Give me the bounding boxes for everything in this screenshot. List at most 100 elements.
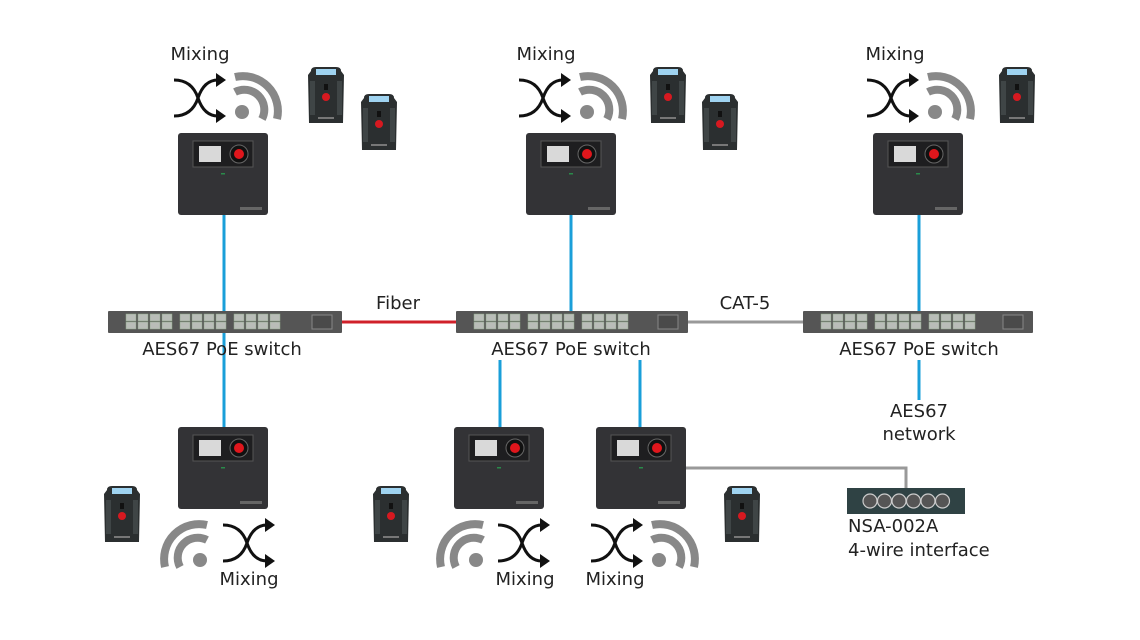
switch <box>666 84 670 90</box>
ethernet-port <box>551 321 563 330</box>
grip <box>402 500 407 534</box>
ethernet-port <box>593 313 605 322</box>
nsa-desc-label: 4-wire interface <box>848 540 990 561</box>
base-station <box>178 427 268 509</box>
wireless-icon <box>926 72 975 121</box>
ethernet-port <box>874 313 886 322</box>
talk-button <box>664 93 672 101</box>
switch <box>324 84 328 90</box>
mixing-icon <box>222 518 275 568</box>
base-station <box>873 133 963 215</box>
mixing-label: Mixing <box>865 44 925 65</box>
ethernet-port <box>886 313 898 322</box>
beltpack <box>361 94 397 150</box>
wifi-arc <box>233 85 269 121</box>
ethernet-port <box>928 321 940 330</box>
brand-mark <box>712 144 728 146</box>
switch <box>1015 84 1019 90</box>
brand-mark <box>240 501 262 504</box>
arrow-path <box>866 78 912 118</box>
ethernet-port <box>563 321 575 330</box>
aes67-poe-switch <box>803 311 1033 333</box>
ethernet-port <box>952 313 964 322</box>
red-button <box>234 443 244 453</box>
sfp-port <box>1002 314 1024 330</box>
beltpack-display <box>369 96 389 102</box>
wifi-dot <box>652 553 666 567</box>
ethernet-port <box>149 313 161 322</box>
grip <box>106 500 111 534</box>
wifi-arc <box>449 533 485 569</box>
ethernet-port <box>215 313 227 322</box>
brand-mark <box>240 207 262 210</box>
ethernet-port <box>856 313 868 322</box>
grip <box>704 108 709 142</box>
arrow-path <box>497 523 543 563</box>
ethernet-port <box>539 313 551 322</box>
grip <box>375 500 380 534</box>
beltpack-display <box>732 488 752 494</box>
switch-label: AES67 PoE switch <box>491 339 651 360</box>
arrow-head <box>540 554 550 568</box>
ethernet-port <box>485 321 497 330</box>
ethernet-port <box>257 313 269 322</box>
connector <box>862 493 878 509</box>
ethernet-port <box>497 313 509 322</box>
red-button <box>929 149 939 159</box>
ethernet-port <box>245 321 257 330</box>
brand-mark <box>588 207 610 210</box>
status-led <box>221 467 225 469</box>
arrow-head <box>633 554 643 568</box>
beltpack-display <box>1007 69 1027 75</box>
ethernet-port <box>617 321 629 330</box>
arrow-head <box>265 554 275 568</box>
ethernet-port <box>952 321 964 330</box>
ethernet-port <box>874 321 886 330</box>
arrow-head <box>216 109 226 123</box>
ethernet-port <box>497 321 509 330</box>
wireless-icon <box>436 520 485 569</box>
beltpack-display <box>381 488 401 494</box>
aes67-network-label: network <box>882 424 956 445</box>
ethernet-port <box>964 321 976 330</box>
ethernet-port <box>125 321 137 330</box>
ethernet-port <box>509 313 521 322</box>
grip <box>731 108 736 142</box>
arrow-head <box>216 73 226 87</box>
switch-label: AES67 PoE switch <box>142 339 302 360</box>
red-button <box>652 443 662 453</box>
ethernet-port <box>581 321 593 330</box>
connector <box>920 493 936 509</box>
talk-button <box>322 93 330 101</box>
wifi-arc <box>160 520 208 568</box>
aes67-poe-switch <box>108 311 342 333</box>
talk-button <box>738 512 746 520</box>
ethernet-port <box>581 313 593 322</box>
ethernet-port <box>964 313 976 322</box>
grip <box>337 81 342 115</box>
beltpack-display <box>710 96 730 102</box>
beltpack <box>650 67 686 123</box>
grip <box>310 81 315 115</box>
wifi-arc <box>926 85 962 121</box>
mixing-icon <box>866 73 919 123</box>
brand-mark <box>1009 117 1025 119</box>
beltpack <box>702 94 738 150</box>
arrow-path <box>866 78 912 118</box>
base-station <box>454 427 544 509</box>
connector <box>876 493 893 509</box>
brand-mark <box>371 144 387 146</box>
cat5-link-nsa <box>686 466 908 488</box>
ethernet-port <box>539 321 551 330</box>
ethernet-port <box>473 313 485 322</box>
switch-label: AES67 PoE switch <box>839 339 999 360</box>
aes67-network-label: AES67 <box>889 401 949 422</box>
ethernet-port <box>485 313 497 322</box>
ethernet-port <box>856 321 868 330</box>
ethernet-port <box>179 321 191 330</box>
grip <box>363 108 368 142</box>
ethernet-port <box>940 321 952 330</box>
arrow-head <box>561 73 571 87</box>
wifi-arc <box>651 520 699 568</box>
base-station <box>178 133 268 215</box>
